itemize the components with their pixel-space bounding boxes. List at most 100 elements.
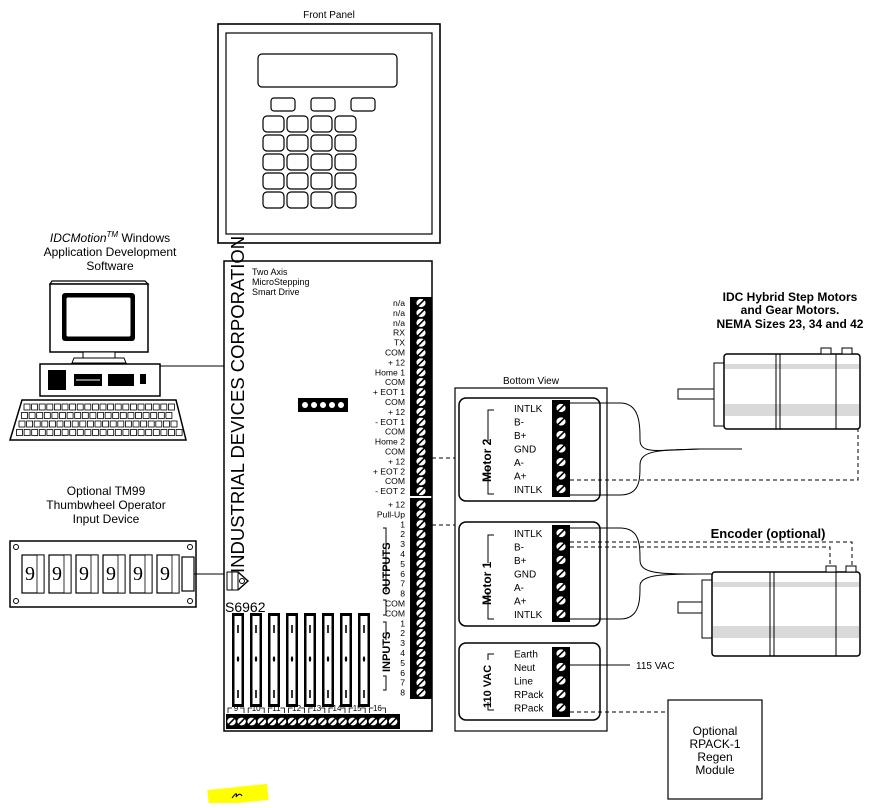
motor-lower	[677, 565, 861, 657]
keyboard-key	[162, 420, 170, 428]
keypad-key[interactable]	[286, 115, 309, 133]
terminal-label: INTLK	[514, 610, 543, 621]
keyboard-key	[129, 403, 137, 411]
bottom-terminal-number: 16	[373, 704, 382, 713]
keyboard-key	[51, 412, 59, 419]
encoder-label: Encoder (optional)	[711, 526, 826, 541]
keyboard-key	[21, 412, 28, 419]
terminal-label: 7	[400, 579, 405, 589]
terminal-label: COM	[385, 599, 405, 609]
terminal-label: COM	[385, 608, 405, 618]
keyboard-key	[49, 420, 56, 428]
vac-label: 115 VAC	[636, 661, 675, 672]
terminal-label: 7	[400, 678, 405, 688]
terminal-label: Home 2	[375, 437, 405, 447]
keypad-key[interactable]	[310, 172, 333, 190]
keyboard-key	[92, 429, 99, 436]
motor-upper-shaft	[677, 388, 715, 400]
terminal-label: RX	[393, 328, 405, 338]
software-line2: Application Development	[44, 245, 177, 259]
keyboard-key	[99, 429, 107, 436]
keyboard-key	[109, 420, 117, 428]
keypad-key[interactable]	[286, 134, 309, 152]
keypad-key[interactable]	[286, 191, 309, 209]
bottom-terminal-number: 12	[292, 704, 301, 713]
terminal-label: 6	[400, 668, 405, 678]
keyboard-key	[16, 429, 23, 436]
terminal-label: 6	[400, 569, 405, 579]
keyboard-key	[112, 412, 120, 419]
keypad-key[interactable]	[310, 153, 333, 171]
keyboard-key	[157, 412, 165, 419]
keypad-key[interactable]	[334, 172, 357, 190]
keypad-key[interactable]	[286, 172, 309, 190]
keypad-key[interactable]	[286, 153, 309, 171]
keypad-key[interactable]	[262, 172, 285, 190]
idc-logo	[226, 571, 250, 591]
terminal-label: 5	[400, 658, 405, 668]
keyboard-key	[145, 429, 153, 436]
keyboard-key	[54, 429, 61, 436]
terminal-label: RPack	[514, 704, 544, 715]
bottom-terminal-number: 11	[272, 704, 281, 713]
keyboard-key	[84, 403, 92, 411]
terminal-label: 8	[400, 688, 405, 698]
soft-key[interactable]	[350, 97, 376, 112]
terminal-label: 1	[400, 519, 405, 529]
keyboard-key	[140, 420, 148, 428]
keyboard-key	[167, 403, 175, 411]
keypad-key[interactable]	[262, 134, 285, 152]
keyboard-key	[107, 429, 115, 436]
tm99-digit: 9	[133, 563, 143, 585]
keyboard-key	[46, 429, 54, 436]
terminal-label: 4	[400, 648, 405, 658]
keypad	[262, 115, 357, 209]
lcd-display	[257, 53, 398, 88]
terminal-label: + 12	[388, 500, 405, 510]
terminal-label: n/a	[393, 318, 405, 328]
keyboard-key	[165, 412, 173, 419]
keypad-key[interactable]	[310, 191, 333, 209]
keypad-key[interactable]	[310, 134, 333, 152]
keypad-key[interactable]	[334, 134, 357, 152]
keypad-key[interactable]	[334, 191, 357, 209]
terminal-label: B-	[514, 418, 524, 429]
terminal-label: + 12	[388, 456, 405, 466]
keyboard-key	[92, 403, 99, 411]
keyboard-key	[54, 403, 61, 411]
terminal-label: Neut	[514, 663, 535, 674]
tm99-digit: 9	[106, 563, 116, 585]
keypad-key[interactable]	[262, 191, 285, 209]
keyboard-key	[102, 420, 109, 428]
terminal-label: COM	[385, 427, 405, 437]
led	[311, 402, 317, 408]
keypad-key[interactable]	[310, 115, 333, 133]
tm99-line1: Optional TM99	[67, 484, 146, 498]
keypad-key[interactable]	[262, 153, 285, 171]
keyboard-key	[18, 420, 26, 428]
bottom-view-title: Bottom View	[503, 376, 560, 387]
terminal-label: Earth	[514, 650, 538, 661]
terminal-label: 5	[400, 559, 405, 569]
terminal-label: GND	[514, 570, 536, 581]
company-name: INDUSTRIAL DEVICES CORPORATION	[227, 236, 248, 573]
keyboard-key	[28, 412, 36, 419]
keypad-key[interactable]	[334, 153, 357, 171]
tm99-line3: Input Device	[73, 512, 140, 526]
keypad-key[interactable]	[262, 115, 285, 133]
terminal-label: GND	[514, 445, 536, 456]
keyboard-key	[147, 420, 155, 428]
soft-key[interactable]	[270, 97, 296, 112]
soft-key[interactable]	[310, 97, 336, 112]
keyboard-key	[160, 403, 168, 411]
terminal-label: - EOT 2	[375, 486, 405, 496]
keyboard-key	[94, 420, 102, 428]
software-block: IDCMotionTM Windows Application Developm…	[44, 230, 177, 273]
keypad-key[interactable]	[334, 115, 357, 133]
keyboard-key	[59, 412, 66, 419]
